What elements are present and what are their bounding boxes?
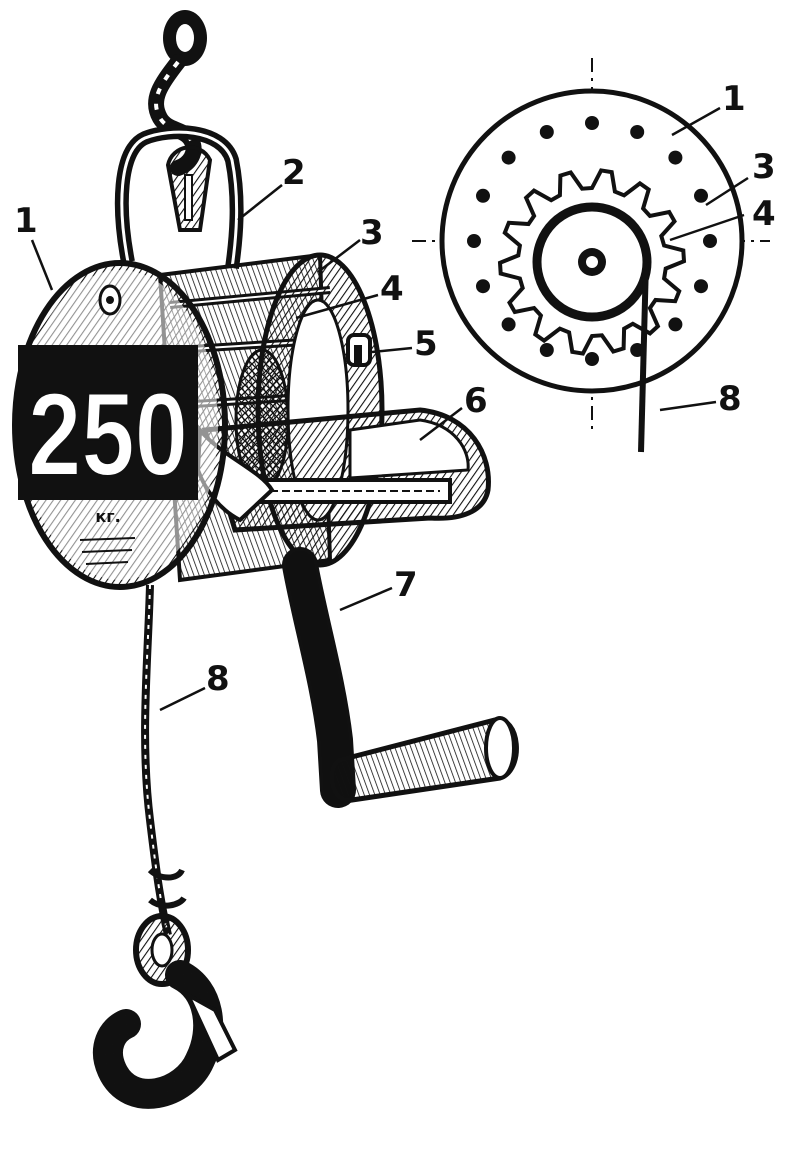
main-leader-lines — [30, 184, 463, 712]
winch-main-drawing: 250 кг. — [12, 10, 519, 1109]
cable — [141, 584, 187, 936]
bolt-hole — [539, 125, 554, 139]
gear-housing — [195, 407, 491, 533]
bolt-hole — [476, 188, 490, 203]
detail-label-gear: 3 — [752, 147, 776, 187]
label-drum: 4 — [380, 269, 404, 309]
detail-label-cable: 8 — [718, 379, 742, 419]
bolt-hole — [467, 234, 481, 248]
bolt-hole — [501, 317, 516, 332]
label-gear-plate: 3 — [360, 213, 384, 253]
detail-label-disk: 1 — [722, 79, 746, 119]
bolt-hole — [539, 343, 554, 357]
suspension-bracket — [114, 125, 244, 269]
detail-section-drawing: 1 3 4 8 — [412, 58, 776, 453]
bolt-hole — [585, 116, 599, 130]
front-plate: 250 кг. — [12, 260, 228, 590]
detail-cable — [638, 261, 649, 453]
bolt-hole — [694, 279, 708, 294]
label-front-plate: 1 — [14, 201, 38, 241]
bolt-hole — [694, 188, 708, 203]
bolt-hole — [501, 150, 516, 165]
bolt-hole — [585, 352, 599, 366]
label-crank: 7 — [394, 565, 418, 605]
maker-inscription — [79, 537, 136, 565]
detail-bolt-holes — [467, 116, 717, 366]
bottom-hook — [93, 913, 238, 1109]
label-cable: 8 — [206, 659, 230, 699]
label-housing: 6 — [464, 381, 488, 421]
bolt-hole — [630, 125, 645, 139]
main-labels: 1 2 3 4 5 6 7 8 — [14, 153, 488, 699]
bolt-hole — [668, 317, 683, 332]
crank-handle — [282, 547, 519, 808]
capacity-unit: кг. — [95, 507, 120, 526]
capacity-number: 250 — [28, 369, 188, 501]
bolt-hole — [703, 234, 717, 248]
top-eye-hook — [148, 10, 207, 176]
label-bracket: 2 — [282, 153, 306, 193]
bolt-hole — [668, 150, 683, 165]
label-pawl: 5 — [414, 324, 438, 364]
detail-label-drum: 4 — [752, 194, 776, 234]
bolt-hole — [476, 279, 490, 294]
